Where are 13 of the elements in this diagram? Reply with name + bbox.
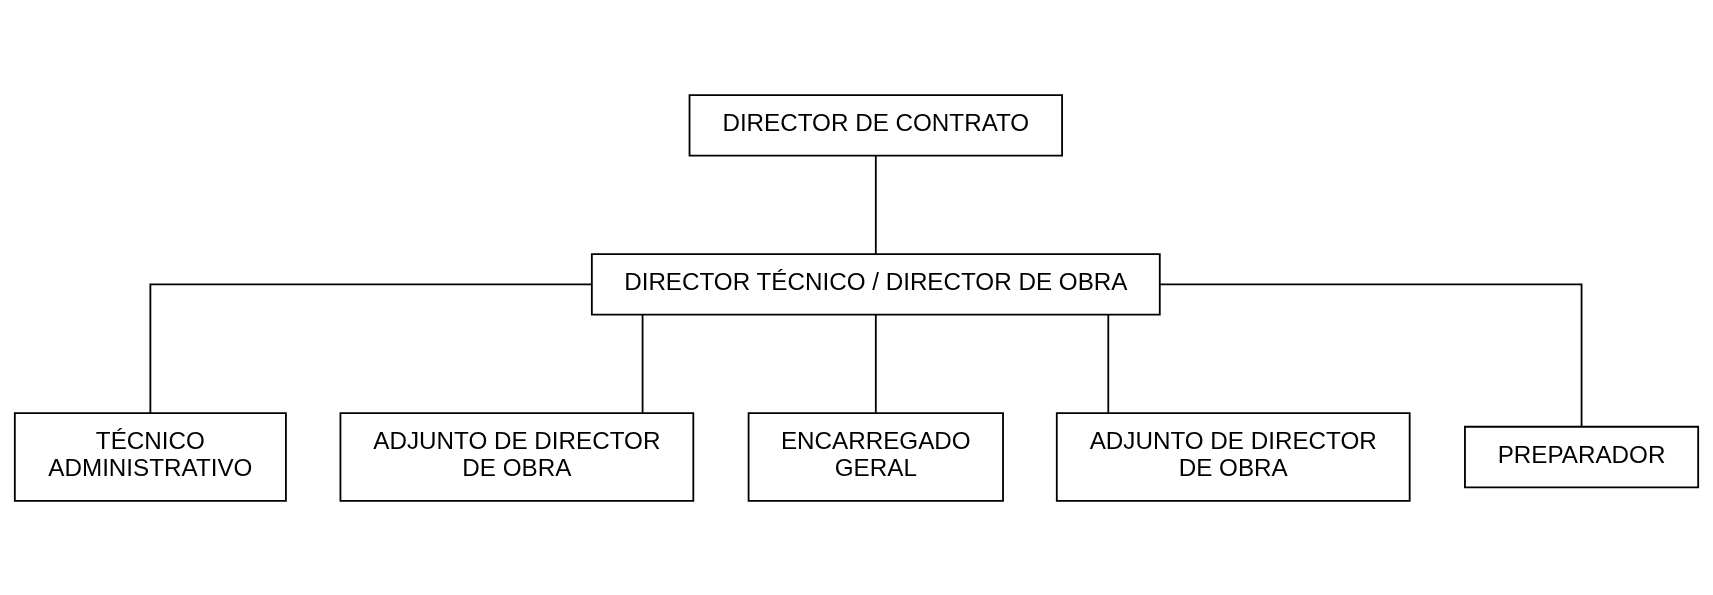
connector <box>641 313 644 413</box>
connector <box>1158 282 1583 427</box>
node-box: DIRECTOR TÉCNICO / DIRECTOR DE OBRA <box>590 252 1161 316</box>
node-box: DIRECTOR DE CONTRATO <box>688 93 1063 157</box>
connector <box>874 313 877 413</box>
node-box: ENCARREGADO GERAL <box>747 411 1004 502</box>
connector <box>1107 313 1110 413</box>
node-box: PREPARADOR <box>1464 425 1700 488</box>
node-box: TÉCNICO ADMINISTRATIVO <box>13 411 287 502</box>
connector <box>874 154 877 255</box>
connector <box>149 282 593 414</box>
node-box: ADJUNTO DE DIRECTOR DE OBRA <box>1055 411 1411 502</box>
node-box: ADJUNTO DE DIRECTOR DE OBRA <box>339 411 695 502</box>
